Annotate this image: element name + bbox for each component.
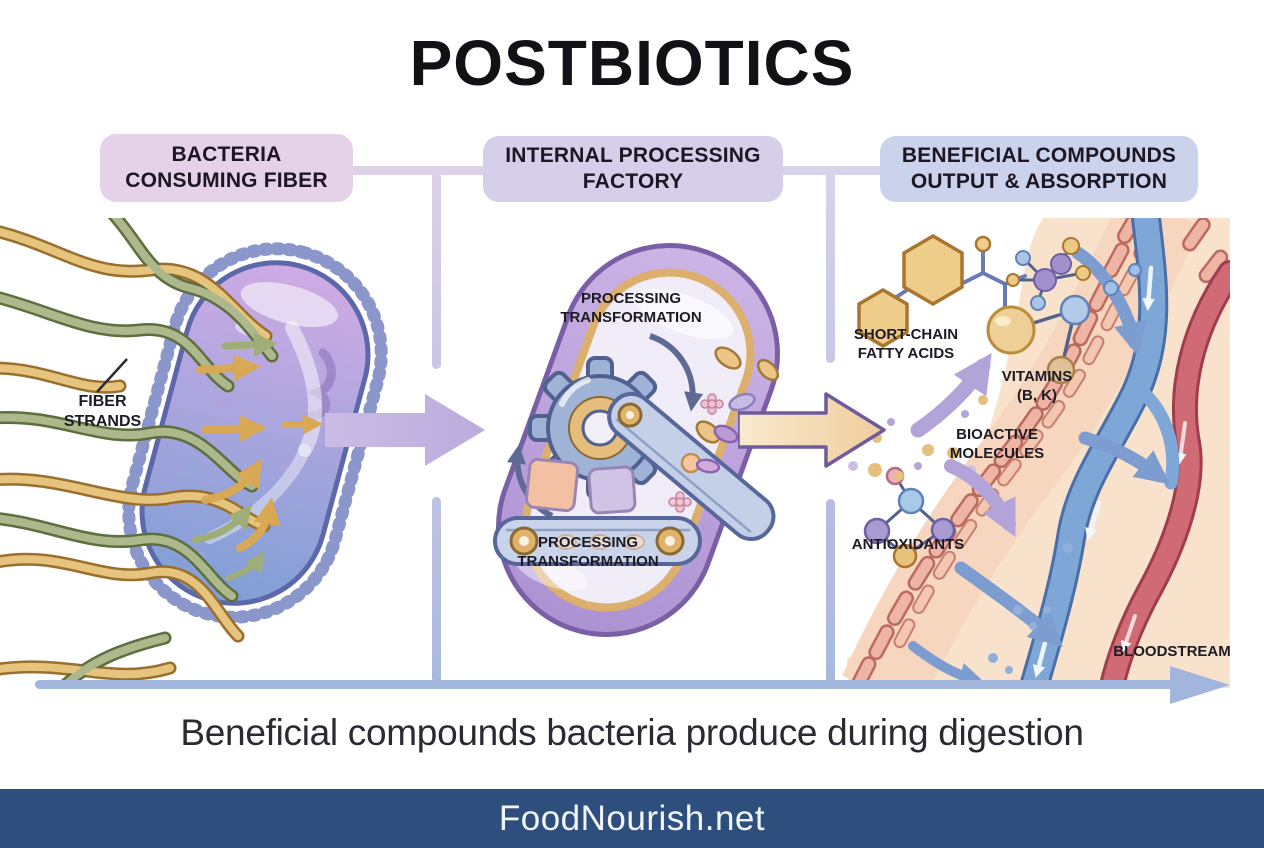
footer-bar: FoodNourish.net	[0, 789, 1264, 848]
cycle-arrows-icon	[506, 333, 704, 519]
compound-absorption-illustration	[839, 218, 1230, 688]
input-block-peach	[524, 457, 580, 513]
fiber-label-pointer	[96, 358, 128, 393]
header-middle-line2: FACTORY	[582, 170, 684, 193]
header-left-line1: BACTERIA	[171, 142, 282, 166]
processing-transformation-label-top: PROCESSING TRANSFORMATION	[560, 290, 702, 326]
flow-arrow-1-icon	[325, 394, 485, 466]
bottom-flow-arrowhead-icon	[1170, 666, 1230, 704]
header-left-line2: CONSUMING FIBER	[125, 169, 328, 192]
panel-divider-2-top	[826, 172, 835, 363]
footer-site-name: FoodNourish.net	[498, 798, 766, 838]
bottom-flow-line	[35, 680, 1175, 689]
tilted-conveyor-icon	[607, 391, 776, 542]
header-internal-processing-factory: INTERNAL PROCESSING FACTORY	[483, 136, 783, 202]
flow-arrow-2-icon	[738, 392, 886, 468]
header-right-line1: BENEFICIAL COMPOUNDS	[901, 143, 1177, 167]
metabolite-bits-icon	[695, 346, 780, 474]
panel-divider-1-bottom	[432, 497, 441, 683]
pink-molecule-bit-2	[668, 491, 692, 513]
header-connector-left	[348, 166, 488, 175]
panel-divider-2-bottom	[826, 499, 835, 683]
header-connector-right	[778, 166, 884, 175]
header-bacteria-consuming-fiber: BACTERIA CONSUMING FIBER	[100, 134, 353, 202]
input-block-lavender	[587, 465, 637, 515]
conveyor-belt-icon	[493, 516, 702, 566]
intake-arrows-icon	[191, 332, 324, 581]
header-middle-line1: INTERNAL PROCESSING	[505, 143, 761, 167]
bloodstream-label: BLOODSTREAM	[1113, 643, 1231, 660]
artery-icon	[1098, 260, 1230, 688]
page-title: POSTBIOTICS	[409, 27, 855, 99]
short-chain-fatty-acids-label: SHORT-CHAIN FATTY ACIDS	[853, 326, 959, 362]
bacterium-swoosh	[285, 321, 323, 457]
vein-icon	[1018, 218, 1180, 688]
pink-molecule-bit	[700, 393, 724, 415]
processing-transformation-label-bottom: PROCESSING TRANSFORMATION	[517, 534, 659, 570]
panel-divider-1-top	[432, 172, 441, 369]
bioactive-molecules-label: BIOACTIVE MOLECULES	[949, 426, 1045, 462]
header-right-line2: OUTPUT & ABSORPTION	[910, 170, 1168, 193]
triangle-molecule-icon	[986, 294, 1091, 385]
vitamins-label: VITAMINS (B, K)	[1001, 368, 1073, 404]
fiber-strands-label: FIBER STRANDS	[63, 393, 142, 430]
distribution-arrows-icon	[910, 353, 1016, 538]
header-beneficial-compounds: BENEFICIAL COMPOUNDS OUTPUT & ABSORPTION	[880, 136, 1198, 202]
antioxidants-label: ANTIOXIDANTS	[851, 536, 965, 553]
antioxidant-molecule-icon	[863, 466, 956, 569]
caption: Beneficial compounds bacteria produce du…	[180, 712, 1084, 753]
internal-processing-factory-illustration	[493, 243, 780, 637]
compound-dots	[839, 395, 1073, 674]
vitamin-cluster-icon	[1006, 237, 1142, 311]
